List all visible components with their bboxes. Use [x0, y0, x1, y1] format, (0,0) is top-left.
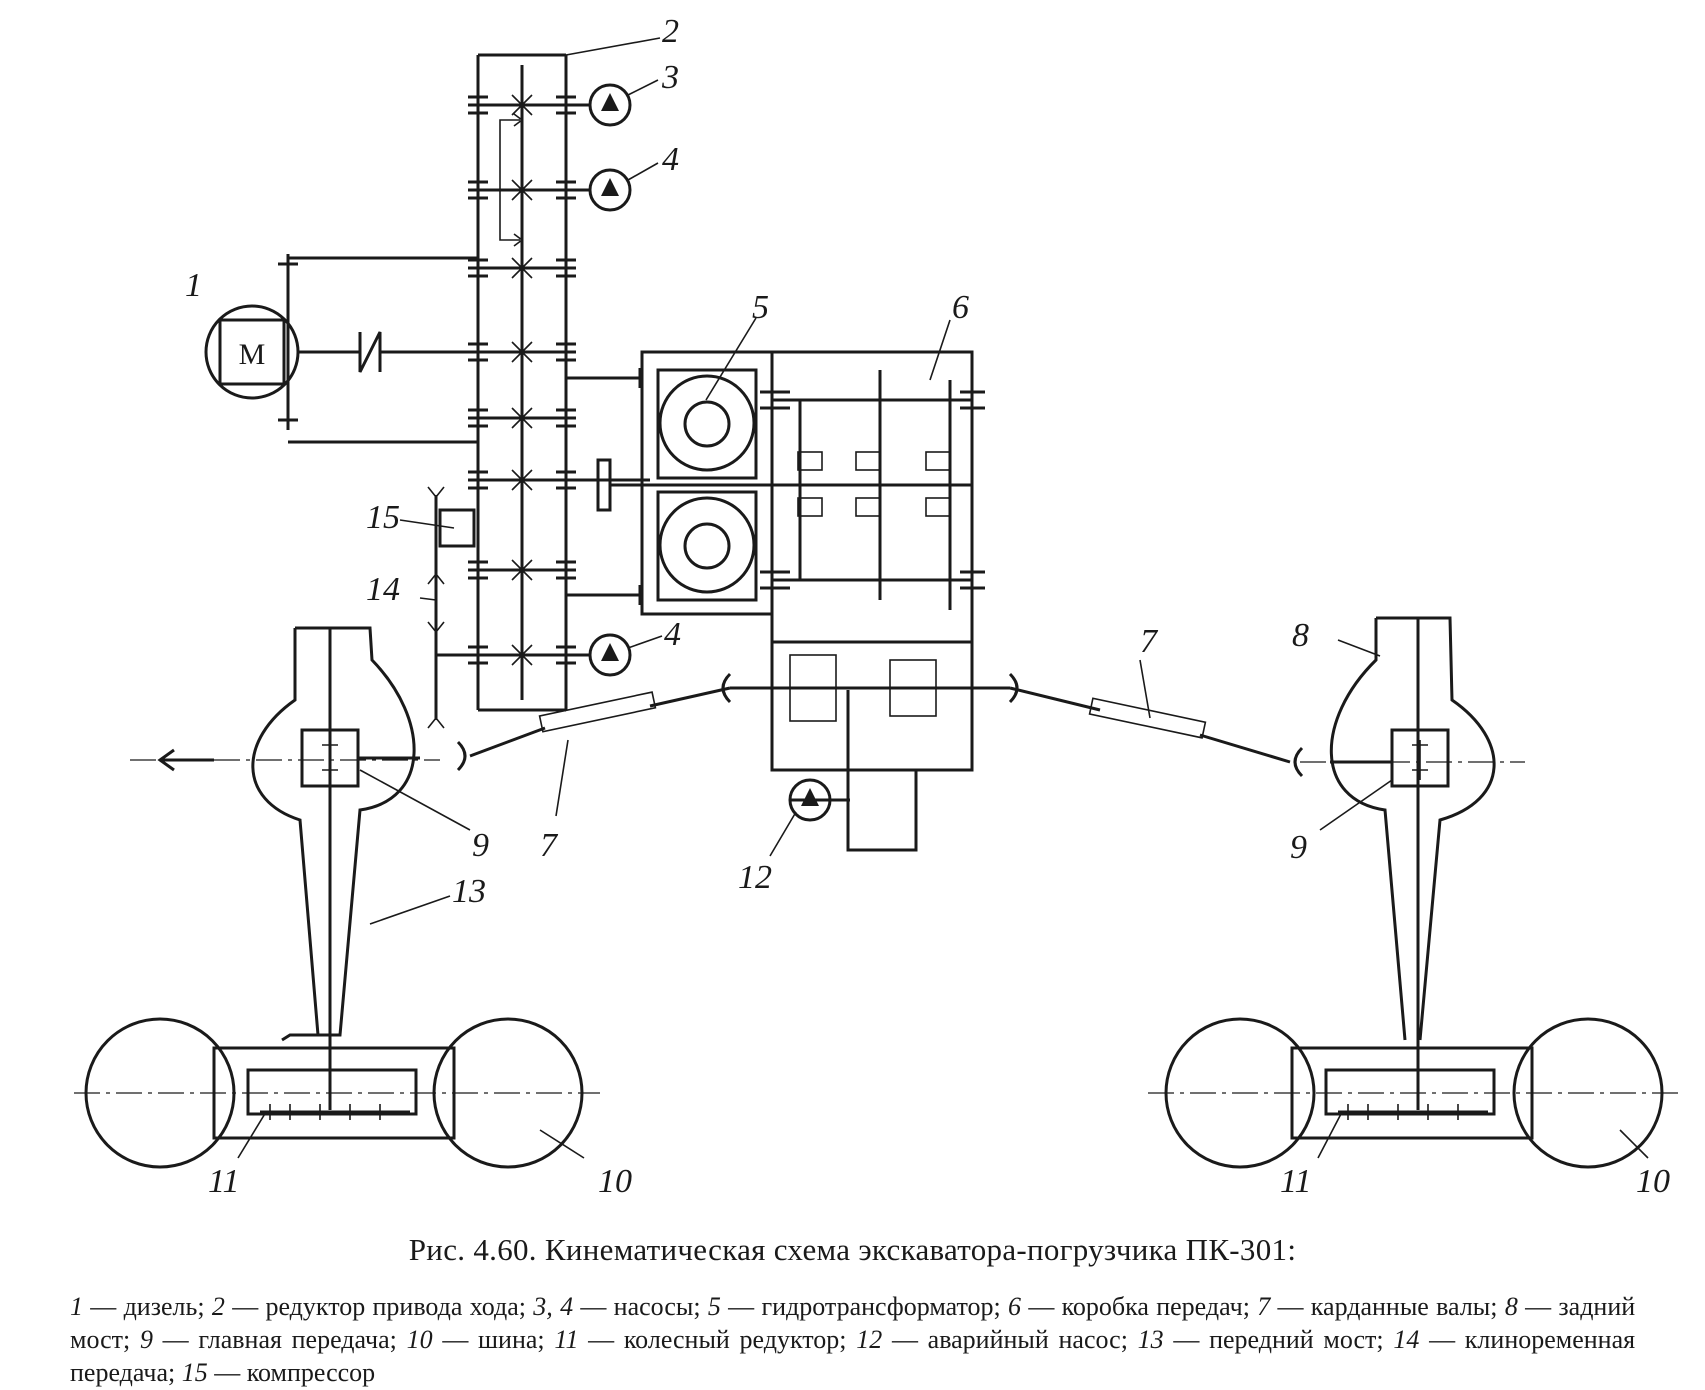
- pump-4-bottom: [588, 633, 632, 677]
- torque-converter: [596, 350, 780, 616]
- leader-lines: [237, 37, 1649, 1159]
- legend-item-10: 10 — шина;: [406, 1325, 545, 1354]
- callout-14: 14: [366, 571, 400, 608]
- front-tire-right: [432, 1017, 584, 1169]
- emergency-pump: [788, 778, 850, 822]
- figure-legend: 1 — дизель; 2 — редуктор привода хода; 3…: [70, 1290, 1635, 1389]
- callout-7-left: 7: [540, 827, 559, 864]
- legend-item-13: 13 — передний мост;: [1137, 1325, 1384, 1354]
- front-axle: [130, 626, 440, 1110]
- callout-6: 6: [952, 289, 969, 326]
- travel-drive-reducer: [468, 53, 650, 712]
- callout-11-rear: 11: [1280, 1163, 1311, 1200]
- figure-title: Рис. 4.60. Кинематическая схема экскават…: [408, 1232, 1297, 1267]
- callout-10-front: 10: [598, 1163, 632, 1200]
- callout-7-right: 7: [1140, 623, 1159, 660]
- legend-item-2: 2 — редуктор привода хода;: [211, 1292, 526, 1321]
- legend-item-12: 12 — аварийный насос;: [856, 1325, 1128, 1354]
- pump-3: [588, 83, 632, 127]
- callout-2: 2: [662, 13, 679, 50]
- callout-11-front: 11: [208, 1163, 239, 1200]
- callout-3: 3: [661, 59, 679, 96]
- legend-item-1: 1 — дизель;: [70, 1292, 205, 1321]
- callout-8: 8: [1292, 617, 1309, 654]
- rear-axle: [1300, 616, 1525, 1110]
- pump-4-top: [588, 168, 632, 212]
- callout-10-rear: 10: [1636, 1163, 1670, 1200]
- legend-item-7: 7 — карданные валы;: [1257, 1292, 1498, 1321]
- cardan-shaft-right: [1008, 672, 1304, 778]
- gearbox: [730, 350, 1010, 852]
- legend-item-5: 5 — гидротрансформатор;: [707, 1292, 1001, 1321]
- cardan-shaft-left: [456, 672, 732, 772]
- motor-letter: М: [239, 338, 266, 371]
- legend-item-11: 11 — колесный редуктор;: [554, 1325, 847, 1354]
- callout-13: 13: [452, 873, 486, 910]
- callout-4-bottom: 4: [664, 616, 681, 653]
- v-belt-drive: [427, 486, 478, 729]
- callout-1: 1: [185, 267, 202, 304]
- legend-item-14: 14 — клиноременная передача;: [70, 1325, 1636, 1387]
- legend-item-6: 6 — коробка передач;: [1008, 1292, 1250, 1321]
- callout-12: 12: [738, 859, 772, 896]
- kinematic-diagram: М: [74, 13, 1680, 1200]
- callout-9-front: 9: [472, 827, 489, 864]
- legend-item-8: 8 — задний мост;: [70, 1292, 1636, 1354]
- callout-5: 5: [752, 289, 769, 326]
- callout-9-rear: 9: [1290, 829, 1307, 866]
- legend-item-15: 15 — компрессор: [181, 1358, 376, 1387]
- rear-tire-left: [1148, 1017, 1680, 1169]
- rear-tire-right: [1512, 1017, 1664, 1169]
- front-tire-left: [74, 1017, 600, 1169]
- diesel-engine: М: [204, 254, 478, 444]
- legend-item-9: 9 — главная передача;: [139, 1325, 397, 1354]
- callout-labels: 1 2 3 4 4 5 6 7 7 8 9 9 10 10 11 11 12 1…: [185, 13, 1670, 1200]
- callout-15: 15: [366, 499, 400, 536]
- legend-item-3-4: 3, 4 — насосы;: [533, 1292, 701, 1321]
- callout-4-top: 4: [662, 141, 679, 178]
